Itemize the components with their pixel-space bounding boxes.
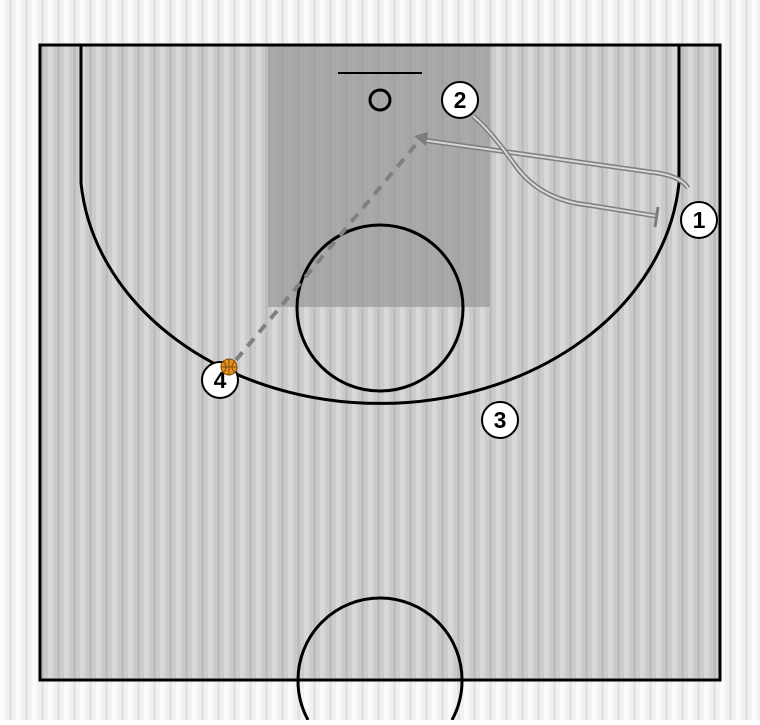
rim bbox=[368, 88, 392, 112]
player-2[interactable]: 2 bbox=[441, 81, 479, 119]
player-1-number: 1 bbox=[693, 207, 706, 233]
center-circle-lower-left bbox=[296, 679, 310, 721]
player-1[interactable]: 1 bbox=[680, 201, 718, 239]
basketball-icon bbox=[220, 358, 238, 376]
player-1-cut-path-inner bbox=[421, 139, 689, 189]
center-circle bbox=[296, 596, 464, 681]
player-3[interactable]: 3 bbox=[481, 401, 519, 439]
pass-line bbox=[234, 140, 420, 362]
player-1-cut-arrowhead bbox=[414, 132, 428, 146]
player-2-number: 2 bbox=[454, 87, 467, 113]
screen-bar bbox=[653, 206, 660, 228]
three-point-line bbox=[79, 45, 681, 405]
player-2-marker bbox=[441, 81, 479, 119]
player-2-screen-path-inner bbox=[472, 115, 657, 217]
player-3-marker bbox=[481, 401, 519, 439]
player-3-number: 3 bbox=[494, 407, 507, 433]
center-circle-lower-right bbox=[450, 679, 464, 721]
free-throw-circle bbox=[295, 223, 465, 393]
court-boundary bbox=[38, 43, 722, 682]
player-4-number: 4 bbox=[214, 367, 227, 393]
player-1-marker bbox=[680, 201, 718, 239]
